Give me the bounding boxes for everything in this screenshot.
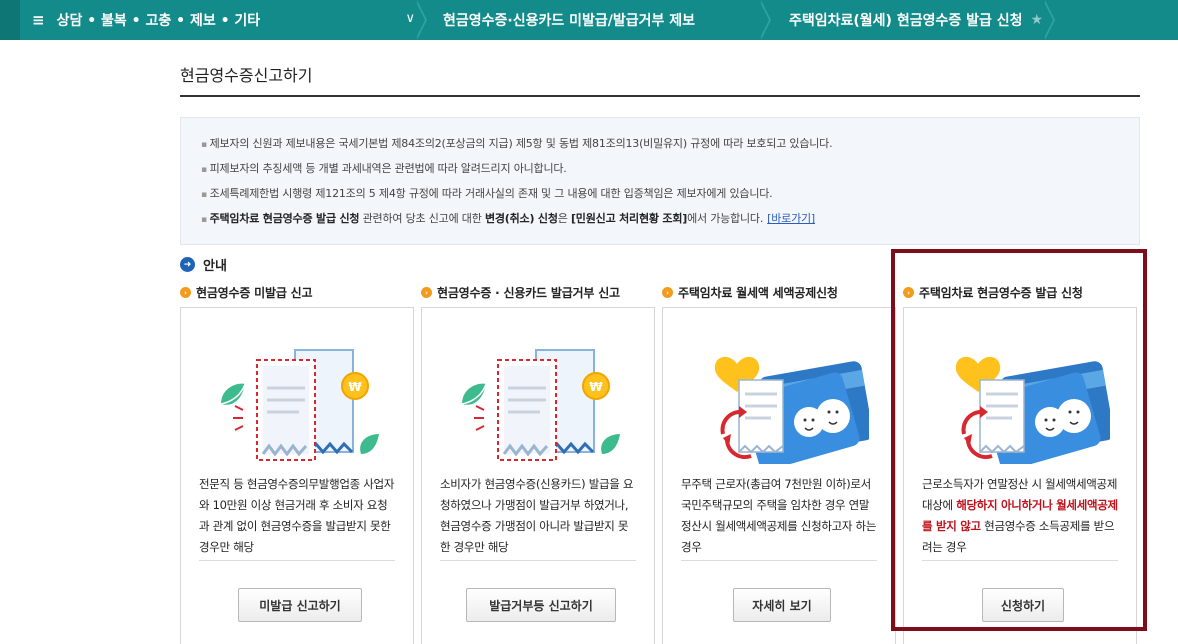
- arrow-right-icon: ➜: [180, 257, 195, 272]
- card-description-emphasis: 해당하지 아니하거나 월세세액공제를 받지 않고: [922, 498, 1118, 533]
- section-title-rent-deduction: › 주택임차료 월세액 세액공제신청: [662, 284, 838, 301]
- notice-box: 제보자의 신원과 제보내용은 국세기본법 제84조의2(포상금의 지급) 제5항…: [180, 117, 1140, 245]
- hamburger-icon[interactable]: ≡: [32, 11, 45, 29]
- chevron-right-icon: ›: [180, 287, 191, 298]
- nav-left-edge: [0, 0, 20, 40]
- highlight-frame: [891, 249, 1147, 631]
- section-title-refusal: › 현금영수증 · 신용카드 발급거부 신고: [421, 284, 620, 301]
- card-description: 근로소득자가 연말정산 시 월세액세액공제 대상에 해당하지 아니하거나 월세세…: [922, 474, 1120, 558]
- guide-heading: ➜ 안내: [180, 255, 227, 274]
- chevron-right-icon: ›: [421, 287, 432, 298]
- notice-item: 주택임차료 현금영수증 발급 신청 관련하여 당초 신고에 대한 변경(취소) …: [201, 207, 1139, 232]
- card-description: 소비자가 현금영수증(신용카드) 발급을 요청하였으나 가맹점이 발급거부 하였…: [440, 477, 634, 554]
- card-description: 전문직 등 현금영수증의무발행업종 사업자와 10만원 이상 현금거래 후 소비…: [199, 477, 395, 554]
- breadcrumb-separator: [759, 0, 773, 40]
- card-divider: [681, 560, 877, 561]
- section-title-label: 주택임차료 현금영수증 발급 신청: [919, 286, 1083, 300]
- chevron-right-icon: ›: [903, 287, 914, 298]
- notice-text: 에서 가능합니다.: [687, 212, 764, 225]
- chevron-right-icon: ›: [662, 287, 673, 298]
- breadcrumb-label: 현금영수증·신용카드 미발급/발급거부 제보: [443, 13, 696, 29]
- section-title-label: 주택임차료 월세액 세액공제신청: [678, 286, 838, 300]
- card-description-text: 근로소득자가 연말정산 시 월세액세액공제 대상에: [922, 477, 1118, 512]
- top-navigation-bar: ≡ 상담 • 불복 • 고충 • 제보 • 기타 ∨ 현금영수증·신용카드 미발…: [0, 0, 1178, 40]
- nav-main-label: 상담 • 불복 • 고충 • 제보 • 기타: [56, 13, 261, 29]
- card-divider: [922, 560, 1118, 561]
- svg-text:₩: ₩: [348, 380, 362, 394]
- receipt-illustration-icon: ₩: [220, 349, 379, 461]
- card-unissued-report: ₩ 전문직 등 현금영수증의무발행업종 사업자와 10만원 이상 현금거래 후 …: [180, 307, 414, 644]
- notice-item: 조세특례제한법 시행령 제121조의 5 제4항 규정에 따라 거래사실의 존재…: [201, 182, 1139, 207]
- card-divider: [440, 560, 636, 561]
- notice-bold: 주택임차료 현금영수증 발급 신청: [209, 212, 360, 225]
- section-title-label: 현금영수증 미발급 신고: [196, 286, 313, 300]
- view-details-button[interactable]: 자세히 보기: [733, 588, 831, 622]
- notice-bold: 변경(취소) 신청: [484, 212, 558, 225]
- section-title-label: 현금영수증 · 신용카드 발급거부 신고: [437, 286, 620, 300]
- nav-main-menu[interactable]: ≡ 상담 • 불복 • 고충 • 제보 • 기타 ∨: [20, 0, 415, 40]
- breadcrumb-separator: [1043, 0, 1057, 40]
- breadcrumb-separator: [415, 0, 429, 40]
- guide-title: 안내: [203, 259, 227, 274]
- notice-item: 피제보자의 추징세액 등 개별 과세내역은 관련법에 따라 알려드리지 아니합니…: [201, 157, 1139, 182]
- section-title-rent-receipt: › 주택임차료 현금영수증 발급 신청: [903, 284, 1083, 301]
- card-description: 무주택 근로자(총급여 7천만원 이하)로서 국민주택규모의 주택을 임차한 경…: [681, 477, 877, 554]
- card-rent-deduction: 무주택 근로자(총급여 7천만원 이하)로서 국민주택규모의 주택을 임차한 경…: [662, 307, 896, 644]
- card-divider: [199, 560, 395, 561]
- breadcrumb-current-label: 주택임차료(월세) 현금영수증 발급 신청: [789, 13, 1023, 29]
- notice-text: 은: [557, 212, 571, 225]
- breadcrumb-item-report[interactable]: 현금영수증·신용카드 미발급/발급거부 제보: [429, 0, 759, 40]
- breadcrumb-item-current: 주택임차료(월세) 현금영수증 발급 신청 ★: [773, 0, 1043, 40]
- receipt-illustration-icon: ₩: [461, 349, 620, 461]
- card-rent-receipt-request: 근로소득자가 연말정산 시 월세액세액공제 대상에 해당하지 아니하거나 월세세…: [903, 307, 1137, 644]
- unissued-report-button[interactable]: 미발급 신고하기: [238, 588, 362, 622]
- notice-item: 제보자의 신원과 제보내용은 국세기본법 제84조의2(포상금의 지급) 제5항…: [201, 132, 1139, 157]
- section-title-unissued: › 현금영수증 미발급 신고: [180, 284, 313, 301]
- chevron-down-icon[interactable]: ∨: [405, 11, 415, 26]
- title-divider: [180, 95, 1140, 97]
- apply-button[interactable]: 신청하기: [982, 588, 1064, 622]
- notice-text: 관련하여 당초 신고에 대한: [359, 212, 485, 225]
- svg-text:₩: ₩: [589, 380, 603, 394]
- rent-card-illustration-icon: [955, 356, 1110, 464]
- card-description-text: 현금영수증 소득공제를 받으려는 경우: [922, 519, 1115, 554]
- refusal-report-button[interactable]: 발급거부등 신고하기: [466, 588, 616, 622]
- star-icon[interactable]: ★: [1030, 12, 1044, 28]
- shortcut-link[interactable]: [바로가기]: [767, 212, 816, 225]
- notice-bold: [민원신고 처리현황 조회]: [570, 212, 688, 225]
- page-title: 현금영수증신고하기: [180, 66, 313, 85]
- rent-card-illustration-icon: [714, 356, 869, 464]
- card-refusal-report: ₩ 소비자가 현금영수증(신용카드) 발급을 요청하였으나 가맹점이 발급거부 …: [421, 307, 655, 644]
